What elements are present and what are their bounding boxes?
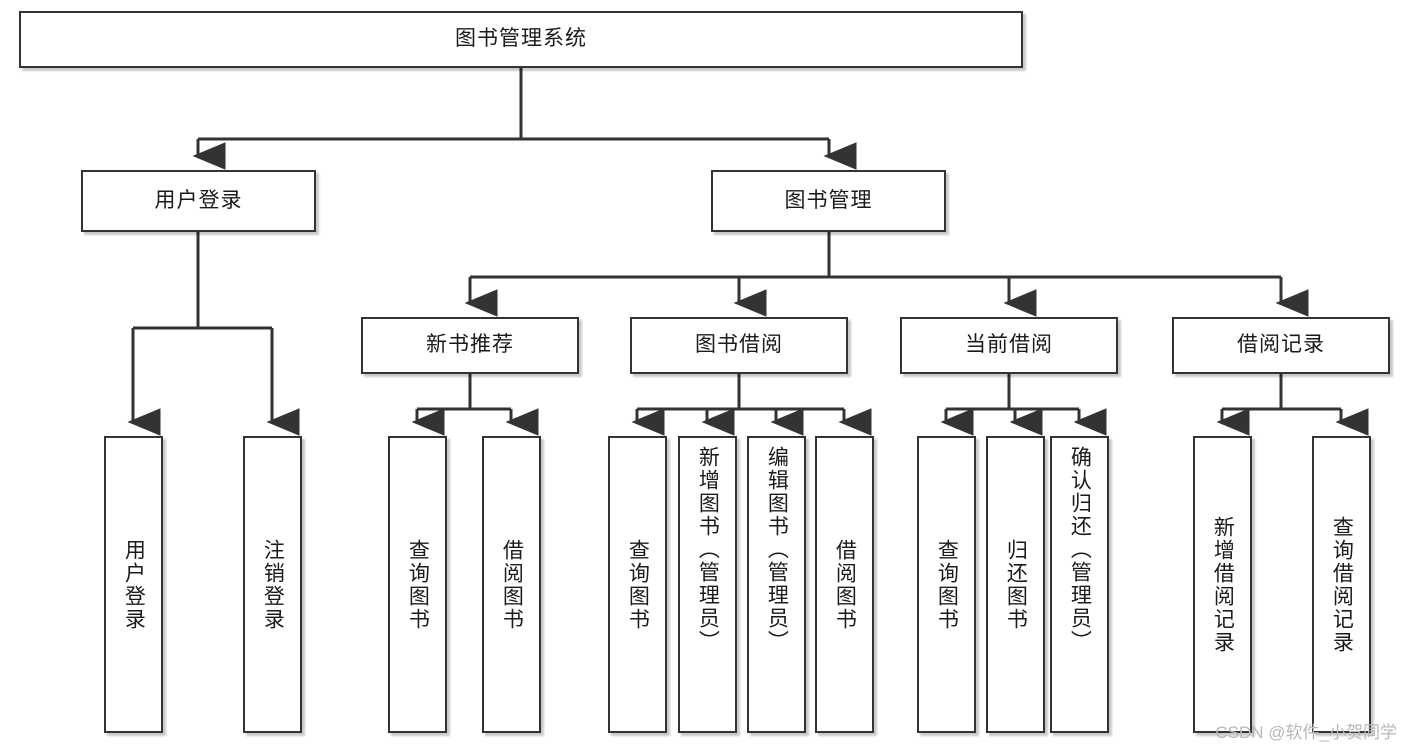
node-leaf-edit-book-label: 编辑图书（管理员）: [765, 446, 789, 653]
node-leaf-add-book-label: 新增图书（管理员）: [696, 446, 720, 653]
node-leaf-add-record[interactable]: 新增借阅记录: [1193, 436, 1252, 733]
node-root[interactable]: 图书管理系统: [19, 11, 1023, 68]
node-leaf-confirm-return[interactable]: 确认归还（管理员）: [1050, 436, 1109, 733]
node-user-login-label: 用户登录: [154, 188, 243, 212]
node-leaf-return-book-label: 归还图书: [1004, 538, 1028, 631]
node-leaf-user-logout[interactable]: 注销登录: [243, 436, 302, 733]
node-book-manage-label: 图书管理: [784, 188, 873, 212]
node-leaf-query-book-current[interactable]: 查询图书: [917, 436, 976, 733]
node-leaf-query-book-rec[interactable]: 查询图书: [388, 436, 447, 733]
node-leaf-edit-book[interactable]: 编辑图书（管理员）: [747, 436, 806, 733]
node-current-borrow-label: 当前借阅: [965, 333, 1053, 357]
node-leaf-user-logout-label: 注销登录: [261, 538, 285, 631]
node-new-book-rec-label: 新书推荐: [426, 333, 514, 357]
node-leaf-borrow-book-rec[interactable]: 借阅图书: [482, 436, 541, 733]
node-leaf-query-book-borrow-label: 查询图书: [626, 538, 650, 631]
node-current-borrow[interactable]: 当前借阅: [900, 317, 1118, 374]
node-leaf-query-book-rec-label: 查询图书: [406, 538, 430, 631]
node-leaf-return-book[interactable]: 归还图书: [986, 436, 1045, 733]
node-root-label: 图书管理系统: [455, 27, 587, 51]
node-leaf-borrow-book-rec-label: 借阅图书: [500, 538, 524, 631]
node-book-borrow[interactable]: 图书借阅: [630, 317, 848, 374]
node-leaf-query-book-current-label: 查询图书: [935, 538, 959, 631]
node-borrow-record[interactable]: 借阅记录: [1172, 317, 1390, 374]
node-leaf-query-record[interactable]: 查询借阅记录: [1312, 436, 1371, 733]
node-leaf-query-record-label: 查询借阅记录: [1330, 515, 1354, 654]
node-leaf-add-record-label: 新增借阅记录: [1211, 515, 1235, 654]
node-leaf-borrow-book[interactable]: 借阅图书: [815, 436, 874, 733]
watermark: CSDN @软件_小贺同学: [1215, 723, 1397, 742]
node-book-borrow-label: 图书借阅: [695, 333, 783, 357]
node-borrow-record-label: 借阅记录: [1237, 333, 1325, 357]
node-leaf-user-login[interactable]: 用户登录: [104, 436, 163, 733]
node-leaf-user-login-label: 用户登录: [122, 538, 146, 631]
node-leaf-add-book[interactable]: 新增图书（管理员）: [678, 436, 737, 733]
node-leaf-confirm-return-label: 确认归还（管理员）: [1068, 446, 1092, 653]
node-leaf-query-book-borrow[interactable]: 查询图书: [608, 436, 667, 733]
node-leaf-borrow-book-label: 借阅图书: [833, 538, 857, 631]
node-user-login[interactable]: 用户登录: [81, 170, 316, 232]
node-book-manage[interactable]: 图书管理: [711, 170, 946, 232]
node-new-book-rec[interactable]: 新书推荐: [361, 317, 579, 374]
